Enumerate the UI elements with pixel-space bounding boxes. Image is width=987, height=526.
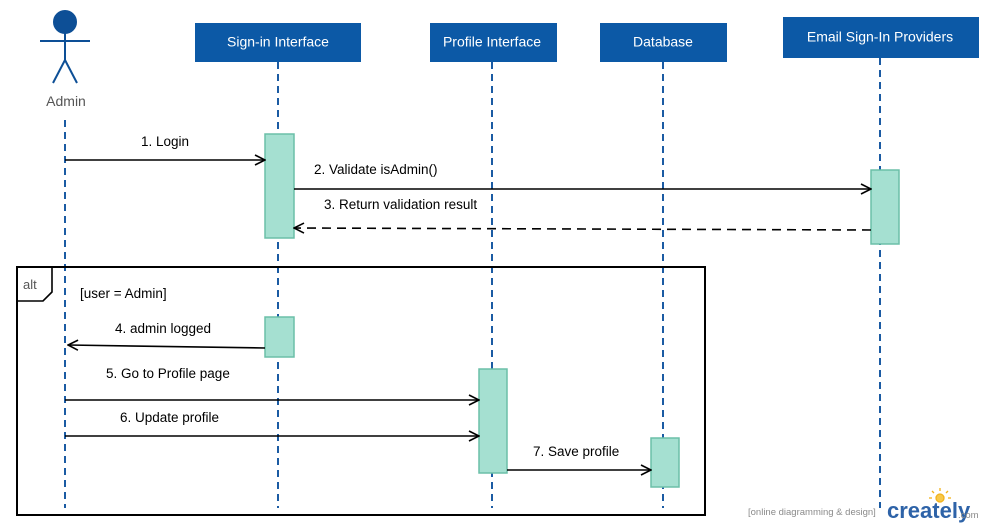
participant-label-database: Database bbox=[633, 34, 693, 50]
participant-box-sign-in-interface bbox=[195, 23, 361, 62]
alt-fragment: alt [user = Admin] bbox=[16, 266, 706, 516]
message-labels: 1. Login 2. Validate isAdmin() 3. Return… bbox=[106, 134, 619, 459]
activation-database bbox=[650, 437, 680, 488]
alt-operator: alt bbox=[23, 277, 37, 292]
actor-admin bbox=[40, 10, 90, 84]
message-label-3: 3. Return validation result bbox=[324, 197, 477, 212]
message-arrow-3 bbox=[294, 228, 872, 230]
participant-label-email-sign-in-providers: Email Sign-In Providers bbox=[807, 29, 953, 45]
watermark-tagline: [online diagramming & design] bbox=[748, 507, 876, 518]
watermark-suffix: .com bbox=[958, 510, 979, 521]
message-label-5: 5. Go to Profile page bbox=[106, 366, 230, 381]
participant-box-email-sign-in-providers bbox=[783, 17, 979, 58]
actor-label: Admin bbox=[46, 93, 86, 109]
message-arrow-4 bbox=[68, 345, 266, 348]
activation-profile-interface bbox=[478, 368, 508, 474]
activation-sign-in-1 bbox=[264, 133, 295, 239]
alt-guard: [user = Admin] bbox=[80, 286, 167, 301]
message-label-7: 7. Save profile bbox=[533, 444, 619, 459]
lifelines bbox=[64, 58, 881, 508]
actor-right-leg bbox=[64, 59, 78, 84]
alt-tag-box bbox=[17, 267, 53, 302]
activations bbox=[264, 133, 900, 488]
activation-email-providers bbox=[870, 169, 900, 245]
participant-box-profile-interface bbox=[430, 23, 557, 62]
participant-label-sign-in-interface: Sign-in Interface bbox=[227, 34, 329, 50]
watermark: [online diagramming & design] creately .… bbox=[748, 488, 979, 523]
activation-sign-in-2 bbox=[264, 316, 295, 358]
message-label-4: 4. admin logged bbox=[115, 321, 211, 336]
participants: Sign-in Interface Profile Interface Data… bbox=[195, 17, 979, 62]
watermark-brand: creately bbox=[887, 498, 971, 523]
alt-frame bbox=[16, 266, 706, 516]
message-label-1: 1. Login bbox=[141, 134, 189, 149]
lightbulb-icon bbox=[929, 488, 951, 503]
messages bbox=[65, 160, 871, 470]
actor-head bbox=[53, 10, 77, 34]
message-label-6: 6. Update profile bbox=[120, 410, 219, 425]
participant-label-profile-interface: Profile Interface bbox=[443, 34, 541, 50]
participant-box-database bbox=[600, 23, 727, 62]
actor-left-leg bbox=[52, 59, 66, 84]
message-label-2: 2. Validate isAdmin() bbox=[314, 162, 438, 177]
